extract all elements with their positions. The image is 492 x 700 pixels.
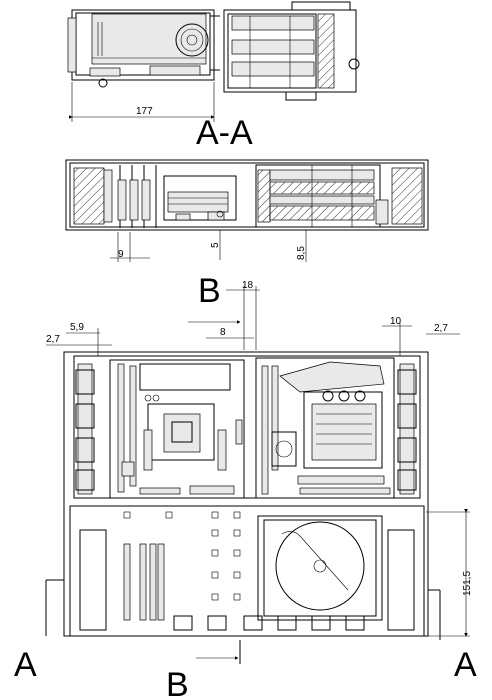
view-b: 9 5 8,5 B (65, 159, 429, 310)
section-label-aa: A-A (196, 114, 253, 152)
dim-8: 8 (220, 327, 226, 338)
view-aa: 177 A-A (67, 1, 360, 152)
view-plan: 18 8 2,7 5,9 10 2,7 (14, 280, 477, 700)
section-label-b-top: B (198, 272, 221, 310)
dim-5-9: 5,9 (70, 322, 84, 333)
section-label-a-left: A (14, 646, 37, 684)
dim-5: 5 (210, 242, 221, 248)
dim-2-7-right: 2,7 (434, 323, 448, 334)
dim-8-5: 8,5 (296, 246, 307, 260)
dim-9: 9 (118, 249, 124, 260)
section-label-b-bottom: B (166, 666, 189, 700)
dim-151-5: 151,5 (462, 571, 473, 596)
dim-2-7-left: 2,7 (46, 334, 60, 345)
section-label-a-right: A (454, 646, 477, 684)
dim-18: 18 (242, 280, 254, 291)
dim-10: 10 (390, 316, 402, 327)
dim-width-177: 177 (136, 106, 153, 117)
